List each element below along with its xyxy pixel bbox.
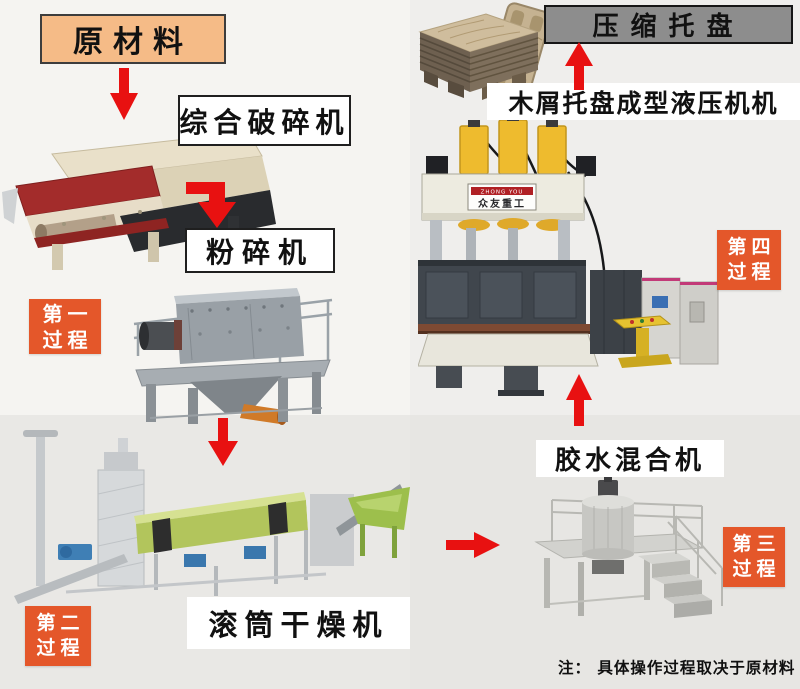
raw-material-text: 原材料 xyxy=(73,25,193,60)
step3-badge: 第三 过程 xyxy=(723,527,785,587)
press-label: 木屑托盘成型液压机机 xyxy=(487,83,800,120)
step4-badge: 第四 过程 xyxy=(717,230,781,290)
pulverizer-label: 粉碎机 xyxy=(185,228,335,273)
step2-badge: 第二 过程 xyxy=(25,606,91,666)
arrow-down-icon xyxy=(208,418,238,466)
arrow-up-icon xyxy=(566,374,592,426)
press-brand: 众友重工 xyxy=(478,197,526,210)
crusher-label: 综合破碎机 xyxy=(178,95,351,146)
pulverizer-photo xyxy=(133,288,333,425)
pulverizer-label-text: 粉碎机 xyxy=(205,235,314,269)
step1-line1: 第一 xyxy=(42,301,93,326)
step3-line2: 过程 xyxy=(732,558,781,580)
arrow-up-icon xyxy=(565,42,593,90)
press-brand-plate: ZHONG YOU 众友重工 xyxy=(467,183,537,211)
step2-line1: 第二 xyxy=(36,612,85,635)
pallet-label-text: 压缩托盘 xyxy=(592,12,745,42)
pallet-label: 压缩托盘 xyxy=(544,5,793,44)
arrow-down-icon xyxy=(110,68,138,120)
raw-material-label: 原材料 xyxy=(40,14,226,64)
footnote: 注： 具体操作过程取决于原材料 xyxy=(558,659,796,677)
press-photo: ZHONG YOU 众友重工 xyxy=(418,114,719,396)
dryer-label: 滚筒干燥机 xyxy=(187,597,410,649)
step4-line2: 过程 xyxy=(727,261,776,283)
glue-mixer-label-text: 胶水混合机 xyxy=(554,446,705,476)
step4-line1: 第四 xyxy=(727,236,776,259)
press-label-text: 木屑托盘成型液压机机 xyxy=(508,88,779,118)
arrow-elbow-right-down-icon xyxy=(186,182,236,228)
step3-line1: 第三 xyxy=(732,533,781,556)
press-brand-en: ZHONG YOU xyxy=(481,190,524,196)
arrow-right-icon xyxy=(446,532,500,558)
dryer-photo xyxy=(14,430,410,604)
glue-mixer-label: 胶水混合机 xyxy=(536,440,724,477)
step2-line2: 过程 xyxy=(36,637,85,659)
dryer-label-text: 滚筒干燥机 xyxy=(208,608,389,642)
step1-badge: 第一 过程 xyxy=(29,299,101,354)
step1-line2: 过程 xyxy=(42,327,93,352)
crusher-label-text: 综合破碎机 xyxy=(179,105,350,139)
glue-mixer-photo xyxy=(534,476,723,618)
